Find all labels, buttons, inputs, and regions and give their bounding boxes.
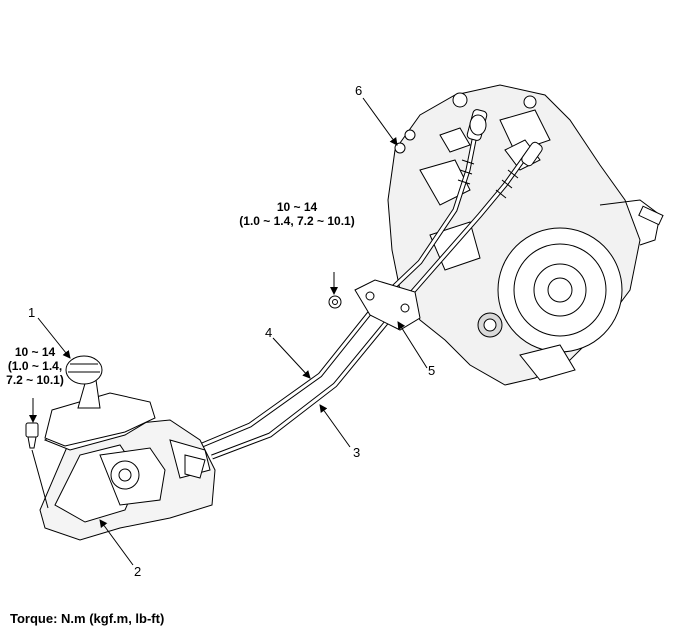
leader-1 (37, 317, 71, 359)
shift-lever-assembly (39, 355, 216, 541)
leader-3 (319, 404, 351, 448)
torque-spec-conversion-1: (1.0 ~ 1.4, (7, 359, 63, 373)
callout-1: 1 (28, 305, 36, 320)
lever-bolt (25, 422, 39, 449)
cable-bracket (354, 279, 421, 331)
torque-spec-lever: 10 ~ 14 (1.0 ~ 1.4, 7.2 ~ 10.1) (2, 345, 68, 387)
torque-spec-value: 10 ~ 14 (14, 345, 56, 359)
torque-spec-conversion: (1.0 ~ 1.4, 7.2 ~ 10.1) (239, 214, 355, 228)
callout-4: 4 (265, 325, 273, 340)
torque-units-note: Torque: N.m (kgf.m, lb-ft) (10, 611, 165, 626)
leader-lines (29, 97, 428, 566)
torque-spec-conversion-2: 7.2 ~ 10.1) (6, 373, 64, 387)
callout-3: 3 (353, 445, 361, 460)
torque-spec-bracket: 10 ~ 14 (1.0 ~ 1.4, 7.2 ~ 10.1) (224, 200, 370, 228)
callout-2: 2 (134, 564, 142, 579)
leader-4 (272, 337, 311, 379)
leader-bolt-tail (31, 449, 49, 509)
leader-2 (99, 519, 134, 566)
bracket-bolt (328, 295, 342, 309)
leader-6 (362, 97, 398, 146)
leader-5 (397, 321, 428, 369)
torque-spec-value: 10 ~ 14 (276, 200, 318, 214)
callout-6: 6 (355, 83, 363, 98)
callout-5: 5 (428, 363, 436, 378)
transaxle-assembly (387, 84, 664, 386)
